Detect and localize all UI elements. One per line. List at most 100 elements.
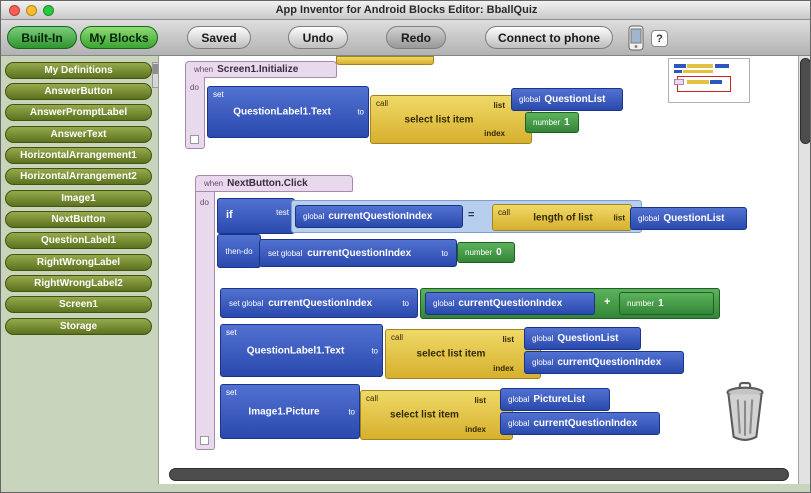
- event-name: NextButton.Click: [227, 178, 308, 189]
- global-currentquestionindex-block[interactable]: global currentQuestionIndex: [524, 351, 684, 374]
- global-questionlist-block[interactable]: global QuestionList: [524, 327, 641, 350]
- minimap-block: [674, 70, 682, 73]
- global-name: currentQuestionIndex: [533, 418, 638, 429]
- sidebar-item-answerpromptlabel[interactable]: AnswerPromptLabel: [5, 104, 152, 121]
- sidebar-item-rightwronglabel[interactable]: RightWrongLabel: [5, 254, 152, 271]
- call-length-of-list-block[interactable]: call length of list list: [492, 204, 632, 231]
- global-currentquestionindex-block[interactable]: global currentQuestionIndex: [500, 412, 660, 435]
- vertical-scrollbar-track[interactable]: [798, 56, 810, 484]
- global-keyword: global: [532, 334, 554, 343]
- call-keyword: call: [366, 394, 379, 403]
- when-nextbutton-click-header[interactable]: when NextButton.Click: [195, 175, 353, 192]
- horizontal-scrollbar-thumb[interactable]: [169, 468, 789, 481]
- to-keyword: to: [371, 346, 378, 355]
- global-currentquestionindex-block[interactable]: global currentQuestionIndex: [425, 292, 595, 315]
- sidebar-item-answerbutton[interactable]: AnswerButton: [5, 83, 152, 100]
- zoom-window-button[interactable]: [43, 5, 54, 16]
- blocks-canvas[interactable]: when Screen1.Initialize do set QuestionL…: [158, 56, 798, 484]
- number-value: 0: [496, 247, 502, 258]
- collapse-toggle[interactable]: [200, 436, 209, 445]
- minimize-window-button[interactable]: [26, 5, 37, 16]
- toolbar: Built-In My Blocks Saved Undo Redo Conne…: [1, 20, 810, 56]
- index-socket-label: index: [493, 364, 514, 373]
- minimap-block: [683, 70, 713, 73]
- then-do-section[interactable]: then-do: [217, 234, 261, 268]
- number-1-block[interactable]: number 1: [525, 112, 579, 133]
- sidebar-item-image1[interactable]: Image1: [5, 190, 152, 207]
- set-target: Image1.Picture: [248, 406, 320, 417]
- when-keyword: when: [194, 65, 214, 74]
- call-keyword: call: [391, 333, 404, 342]
- vertical-scrollbar-thumb[interactable]: [800, 58, 810, 144]
- set-global-keyword: set global: [268, 248, 303, 258]
- set-global-currentquestionindex-block[interactable]: set global currentQuestionIndex to: [220, 288, 418, 318]
- event-name: Screen1.Initialize: [217, 64, 299, 75]
- sidebar-item-answertext[interactable]: AnswerText: [5, 126, 152, 143]
- sidebar-item-my-definitions[interactable]: My Definitions: [5, 62, 152, 79]
- minimap-block: [674, 79, 684, 85]
- set-keyword: set: [226, 328, 237, 337]
- set-questionlabel1-text-block[interactable]: set QuestionLabel1.Text to: [220, 324, 383, 377]
- sidebar-item-nextbutton[interactable]: NextButton: [5, 211, 152, 228]
- list-socket-label: list: [502, 335, 514, 344]
- plus-operator: +: [604, 296, 611, 308]
- close-window-button[interactable]: [9, 5, 20, 16]
- global-questionlist-block[interactable]: global QuestionList: [630, 207, 747, 230]
- clipped-block-fragment[interactable]: [336, 56, 434, 65]
- list-socket-label: list: [474, 396, 486, 405]
- call-select-list-item-block[interactable]: call select list item list index: [360, 390, 513, 440]
- global-picturelist-block[interactable]: global PictureList: [500, 388, 610, 411]
- sidebar-scrollbar-thumb[interactable]: [153, 64, 158, 74]
- list-socket-label: list: [613, 213, 625, 222]
- call-select-list-item-block[interactable]: call select list item list index: [385, 329, 541, 379]
- minimap-block: [674, 64, 686, 68]
- help-button[interactable]: ?: [651, 30, 668, 47]
- saved-button[interactable]: Saved: [187, 26, 251, 49]
- trash-icon[interactable]: [719, 381, 771, 443]
- index-socket-label: index: [484, 129, 505, 138]
- connect-to-phone-button[interactable]: Connect to phone: [485, 26, 613, 49]
- if-block[interactable]: if test: [217, 198, 295, 234]
- then-do-keyword: then-do: [225, 246, 253, 256]
- when-screen1-initialize-header[interactable]: when Screen1.Initialize: [185, 61, 337, 78]
- sidebar-item-screen1[interactable]: Screen1: [5, 296, 152, 313]
- when-keyword: when: [204, 179, 224, 188]
- number-1-block[interactable]: number 1: [619, 292, 714, 315]
- global-questionlist-block[interactable]: global QuestionList: [511, 88, 623, 111]
- test-socket-label: test: [276, 208, 289, 217]
- undo-button[interactable]: Undo: [288, 26, 348, 49]
- redo-button[interactable]: Redo: [386, 26, 446, 49]
- when-screen1-initialize-body[interactable]: do: [185, 77, 205, 149]
- call-name: select list item: [416, 348, 486, 360]
- set-image1-picture-block[interactable]: set Image1.Picture to: [220, 384, 360, 439]
- call-select-list-item-block[interactable]: call select list item list index: [370, 95, 532, 144]
- sidebar-item-rightwronglabel2[interactable]: RightWrongLabel2: [5, 275, 152, 292]
- number-keyword: number: [465, 248, 493, 257]
- global-keyword: global: [303, 212, 325, 221]
- when-nextbutton-click-body[interactable]: do: [195, 192, 215, 450]
- sidebar-item-horizontalarrangement2[interactable]: HorizontalArrangement2: [5, 168, 152, 185]
- sidebar-item-horizontalarrangement1[interactable]: HorizontalArrangement1: [5, 147, 152, 164]
- set-global-currentquestionindex-block[interactable]: set global currentQuestionIndex to: [259, 239, 457, 267]
- to-keyword: to: [348, 407, 355, 416]
- minimap-block: [710, 80, 722, 84]
- my-blocks-tab-button[interactable]: My Blocks: [80, 26, 158, 49]
- sidebar-item-questionlabel1[interactable]: QuestionLabel1: [5, 232, 152, 249]
- sidebar-item-storage[interactable]: Storage: [5, 318, 152, 335]
- set-questionlabel1-text-block[interactable]: set QuestionLabel1.Text to: [207, 86, 369, 138]
- minimap-viewport[interactable]: [677, 76, 731, 92]
- global-keyword: global: [638, 214, 660, 223]
- built-in-tab-button[interactable]: Built-In: [7, 26, 77, 49]
- global-name: currentQuestionIndex: [458, 298, 563, 309]
- call-name: length of list: [533, 212, 593, 223]
- to-keyword: to: [357, 107, 364, 117]
- set-keyword: set: [213, 90, 224, 99]
- global-currentquestionindex-block[interactable]: global currentQuestionIndex: [295, 205, 463, 228]
- set-target: currentQuestionIndex: [307, 247, 412, 259]
- do-keyword: do: [190, 83, 199, 92]
- do-keyword: do: [200, 198, 209, 207]
- collapse-toggle[interactable]: [190, 135, 199, 144]
- minimap[interactable]: [668, 58, 750, 103]
- number-0-block[interactable]: number 0: [457, 242, 515, 263]
